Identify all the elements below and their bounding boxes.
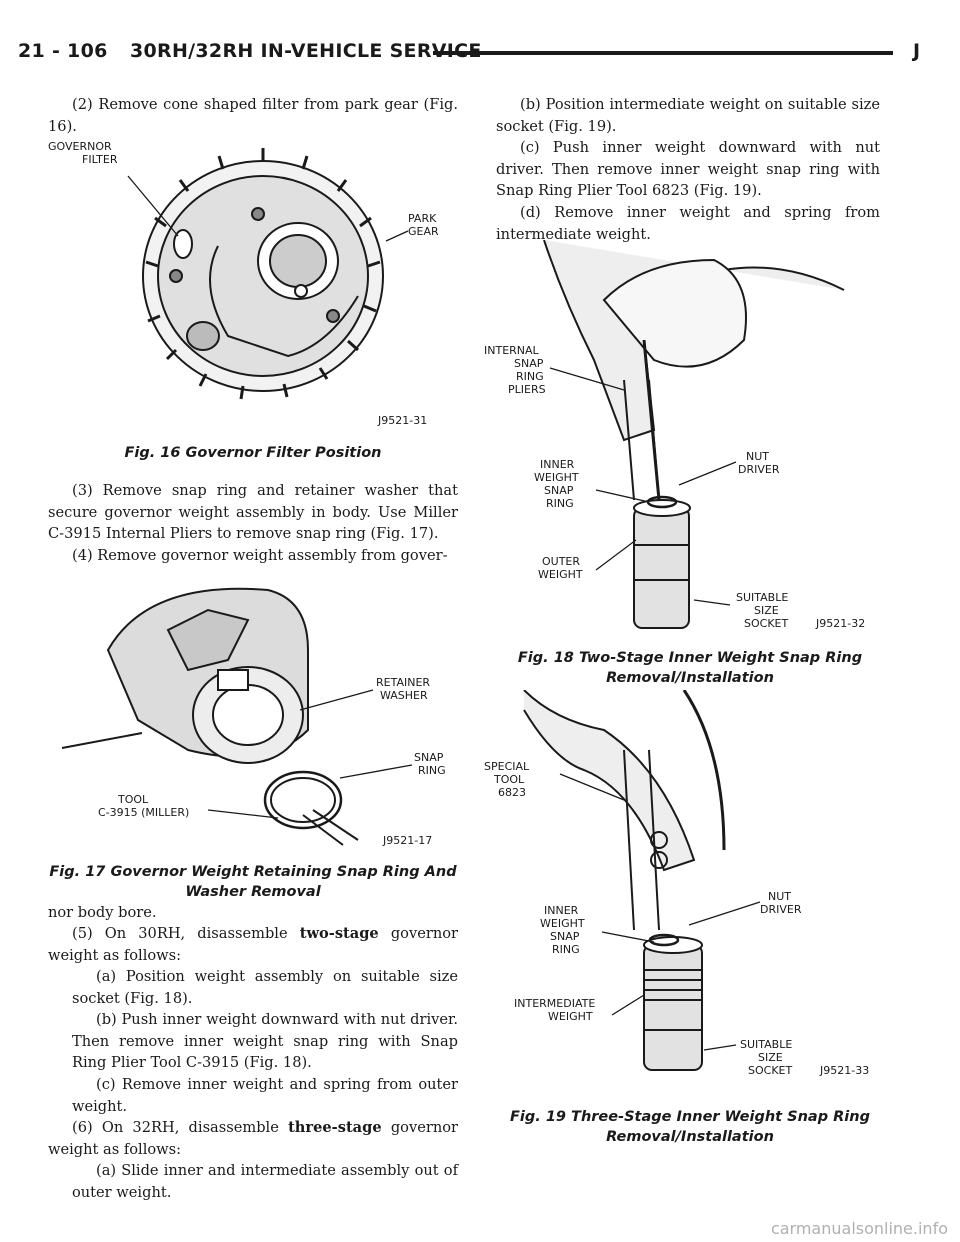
paragraph-step-6c: (c) Push inner weight downward with nut … — [496, 139, 880, 200]
figure-18-two-stage-weight: INTERNAL SNAP RING PLIERS INNER WEIGHT S… — [484, 240, 865, 630]
paragraph-step-5c: (c) Remove inner weight and spring from … — [72, 1076, 458, 1115]
fig18-label-suitable: SUITABLE — [736, 591, 788, 604]
fig18-label-snap2: SNAP — [544, 484, 574, 497]
fig16-label-gear: GEAR — [408, 225, 439, 238]
edition-letter: J — [913, 40, 921, 62]
paragraph-step-4-cont: nor body bore. — [48, 904, 157, 921]
fig19-label-special: SPECIAL — [484, 760, 530, 773]
paragraph-step-5a: (a) Position weight assembly on suitable… — [72, 968, 458, 1007]
step-6-lead: (6) On 32RH, disassemble — [72, 1119, 289, 1136]
fig16-label-filter: FILTER — [82, 153, 118, 166]
figure-18-caption: Fig. 18 Two-Stage Inner Weight Snap Ring… — [517, 650, 863, 686]
fig18-label-inner: INNER — [540, 458, 575, 471]
fig19-label-size: SIZE — [758, 1051, 783, 1064]
fig16-label-park: PARK — [408, 212, 437, 225]
step-6-tail: governor weight as follows: — [48, 1119, 458, 1158]
fig19-code: J9521-33 — [819, 1064, 869, 1077]
three-stage-emphasis: three-stage — [288, 1119, 382, 1136]
fig17-label-tool: TOOL — [117, 793, 149, 806]
fig18-label-weight: WEIGHT — [534, 471, 579, 484]
fig19-label-tool: TOOL — [493, 773, 525, 786]
fig17-label-washer: WASHER — [380, 689, 428, 702]
fig19-label-nut: NUT — [768, 890, 791, 903]
fig18-label-nut: NUT — [746, 450, 769, 463]
fig19-label-snap: SNAP — [550, 930, 580, 943]
figure-19-caption: Fig. 19 Three-Stage Inner Weight Snap Ri… — [510, 1109, 870, 1145]
header-rule — [433, 51, 893, 55]
fig18-label-ring: RING — [516, 370, 544, 383]
fig19-label-weight2: WEIGHT — [548, 1010, 593, 1023]
fig19-label-suitable: SUITABLE — [740, 1038, 792, 1051]
fig18-label-size: SIZE — [754, 604, 779, 617]
fig19-label-ring: RING — [552, 943, 580, 956]
fig18-label-internal: INTERNAL — [484, 344, 540, 357]
fig16-label-governor: GOVERNOR — [48, 140, 112, 153]
paragraph-step-6a: (a) Slide inner and intermediate assembl… — [72, 1162, 458, 1201]
fig18-label-driver: DRIVER — [738, 463, 780, 476]
paragraph-step-6b: (b) Position intermediate weight on suit… — [496, 96, 880, 135]
figure-17-snap-ring-removal: RETAINER WASHER SNAP RING TOOL C-3915 (M… — [61, 587, 446, 847]
fig18-label-socket: SOCKET — [744, 617, 788, 630]
two-stage-emphasis: two-stage — [299, 925, 379, 942]
figure-19-three-stage-weight: SPECIAL TOOL 6823 INNER WEIGHT SNAP RING… — [484, 690, 869, 1077]
watermark: carmanualsonline.info — [770, 1219, 948, 1238]
paragraph-step-3: (3) Remove snap ring and retainer washer… — [48, 482, 458, 543]
paragraph-step-4: (4) Remove governor weight assembly from… — [72, 547, 448, 564]
fig19-label-socket: SOCKET — [748, 1064, 792, 1077]
fig19-label-intermediate: INTERMEDIATE — [514, 997, 595, 1010]
fig16-code: J9521-31 — [377, 414, 427, 427]
paragraph-step-5: (5) On 30RH, disassemble two-stage gover… — [48, 923, 458, 966]
fig19-label-6823: 6823 — [498, 786, 526, 799]
figure-16-governor-filter: GOVERNOR FILTER PARK GEAR J9521-31 — [48, 140, 439, 427]
paragraph-step-2: (2) Remove cone shaped filter from park … — [48, 96, 458, 135]
fig19-label-weight: WEIGHT — [540, 917, 585, 930]
step-5-lead: (5) On 30RH, disassemble — [72, 925, 300, 942]
figure-16-caption: Fig. 16 Governor Filter Position — [124, 445, 382, 461]
fig18-label-outer: OUTER — [542, 555, 580, 568]
fig18-label-pliers: PLIERS — [508, 383, 546, 396]
paragraph-step-5b: (b) Push inner weight downward with nut … — [72, 1011, 458, 1072]
fig19-label-driver: DRIVER — [760, 903, 802, 916]
fig18-label-weight2: WEIGHT — [538, 568, 583, 581]
fig19-label-inner: INNER — [544, 904, 579, 917]
fig18-code: J9521-32 — [815, 617, 865, 630]
page-header: 21 - 106 30RH/32RH IN-VEHICLE SERVICE J — [18, 40, 938, 70]
fig17-label-retainer: RETAINER — [376, 676, 430, 689]
fig18-label-snap: SNAP — [514, 357, 544, 370]
figure-17-caption: Fig. 17 Governor Weight Retaining Snap R… — [49, 864, 457, 900]
paragraph-step-6: (6) On 32RH, disassemble three-stage gov… — [48, 1117, 458, 1160]
section-number: 21 - 106 — [18, 40, 108, 62]
fig18-label-ring2: RING — [546, 497, 574, 510]
fig17-label-snap: SNAP — [414, 751, 444, 764]
paragraph-step-6d: (d) Remove inner weight and spring from … — [496, 204, 880, 243]
fig17-label-c3915: C-3915 (MILLER) — [98, 806, 189, 819]
section-title: 30RH/32RH IN-VEHICLE SERVICE — [130, 40, 482, 62]
step-5-tail: governor weight as follows: — [48, 925, 458, 964]
fig17-code: J9521-17 — [382, 834, 432, 847]
fig17-label-ring: RING — [418, 764, 446, 777]
